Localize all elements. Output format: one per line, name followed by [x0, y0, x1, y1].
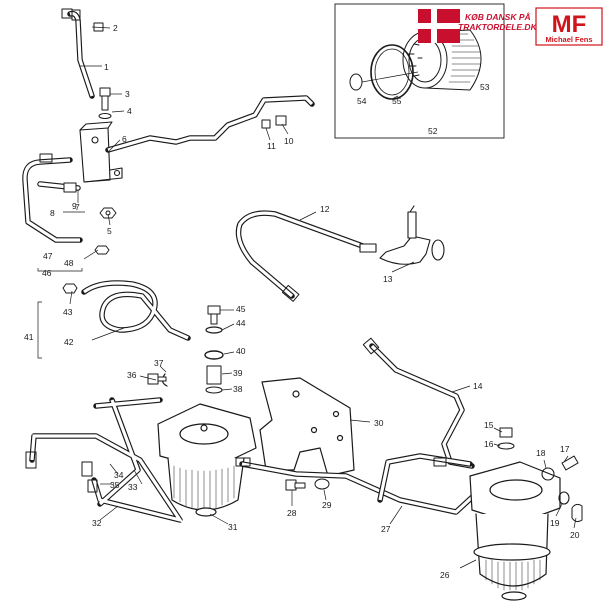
callout-35: 35	[110, 480, 120, 490]
callout-20: 20	[570, 530, 580, 540]
callout-10: 10	[284, 136, 294, 146]
bracket-30	[259, 377, 355, 477]
coil-pipe-42	[37, 280, 191, 359]
washer-16	[497, 442, 515, 450]
callout-40: 40	[236, 346, 246, 356]
filter-head-31	[157, 403, 257, 471]
callout-18: 18	[536, 448, 546, 458]
bolt-45	[207, 305, 221, 325]
callout-37: 37	[154, 358, 164, 368]
callout-13: 13	[383, 274, 393, 284]
callout-47: 47	[43, 251, 53, 261]
washer-44	[205, 326, 223, 334]
washer-19	[558, 491, 570, 505]
fitting-10	[275, 115, 287, 126]
callout-53: 53	[480, 82, 490, 92]
banjo-bolt-3	[99, 87, 111, 111]
callout-labels: 1 2 3 4 5 6 7 8 9 10 11 12 13 14 15 16 1…	[24, 23, 580, 580]
callout-19: 19	[550, 518, 560, 528]
callout-39: 39	[233, 368, 243, 378]
washer-38	[205, 386, 223, 394]
seal-54	[349, 73, 363, 91]
callout-11: 11	[267, 141, 276, 151]
pipe-47	[22, 153, 83, 243]
watermark-line-2: TRAKTORDELE.DK	[458, 22, 538, 32]
callout-54: 54	[357, 96, 367, 106]
callout-15: 15	[484, 420, 494, 430]
fitting-11	[261, 119, 271, 129]
watermark-line-1: KØB DANSK PÅ	[465, 12, 531, 22]
callout-48: 48	[64, 258, 74, 268]
callout-46: 46	[42, 268, 52, 278]
callout-9: 9	[72, 201, 77, 211]
callout-32: 32	[92, 518, 102, 528]
pipe-27	[235, 453, 483, 515]
fitting-13	[359, 205, 445, 265]
callout-8: 8	[50, 208, 55, 218]
washer-4	[98, 113, 112, 119]
top-left-assembly	[22, 8, 315, 255]
pipe-14	[362, 337, 475, 469]
logo-letters: MF	[552, 11, 587, 38]
pipe-1	[61, 8, 95, 99]
callout-41: 41	[24, 332, 34, 342]
filter-assembly-left	[25, 397, 257, 523]
callout-2: 2	[113, 23, 118, 33]
callout-30: 30	[374, 418, 384, 428]
mf-logo: MF Michael Fens	[535, 7, 603, 46]
filter-bowl-26	[473, 513, 551, 601]
callout-16: 16	[484, 439, 494, 449]
filter-element-53	[402, 29, 482, 91]
callout-3: 3	[125, 89, 130, 99]
callout-33: 33	[128, 482, 138, 492]
nut-5	[99, 207, 117, 219]
union-39	[206, 365, 222, 385]
plug-20	[571, 503, 583, 523]
callout-36: 36	[127, 370, 137, 380]
bolt-15	[499, 427, 513, 438]
callout-26: 26	[440, 570, 450, 580]
logo-name: Michael Fens	[545, 35, 592, 44]
nut-48	[94, 245, 110, 255]
callout-34: 34	[114, 470, 124, 480]
pipe-12-assembly	[235, 205, 445, 302]
banjo-29	[314, 478, 330, 490]
callout-45: 45	[236, 304, 246, 314]
callout-12: 12	[320, 204, 330, 214]
callout-14: 14	[473, 381, 483, 391]
callout-52: 52	[428, 126, 438, 136]
danish-flag-watermark: KØB DANSK PÅ TRAKTORDELE.DK	[418, 9, 538, 43]
ring-18	[541, 467, 555, 481]
inset-box	[334, 3, 505, 139]
callout-7: 7	[75, 202, 80, 212]
bolt-28	[285, 479, 306, 491]
callout-42: 42	[64, 337, 74, 347]
leader-lines	[63, 26, 577, 569]
seal-40	[204, 350, 224, 360]
callout-1: 1	[104, 62, 109, 72]
callout-5: 5	[107, 226, 112, 236]
callout-6: 6	[122, 134, 127, 144]
nut-43	[62, 283, 78, 294]
callout-17: 17	[560, 444, 570, 454]
group-bracket-46	[37, 268, 83, 272]
callout-28: 28	[287, 508, 297, 518]
callout-31: 31	[228, 522, 238, 532]
fittings-8-9	[37, 181, 81, 193]
callout-38: 38	[233, 384, 243, 394]
callout-55: 55	[392, 96, 402, 106]
callout-4: 4	[127, 106, 132, 116]
callout-29: 29	[322, 500, 332, 510]
filter-assembly-right	[469, 427, 583, 601]
callout-43: 43	[63, 307, 73, 317]
bolt-17	[561, 455, 579, 471]
callout-44: 44	[236, 318, 246, 328]
pump-body-6	[79, 121, 123, 183]
filter-bowl-31	[167, 457, 245, 517]
callout-27: 27	[381, 524, 391, 534]
